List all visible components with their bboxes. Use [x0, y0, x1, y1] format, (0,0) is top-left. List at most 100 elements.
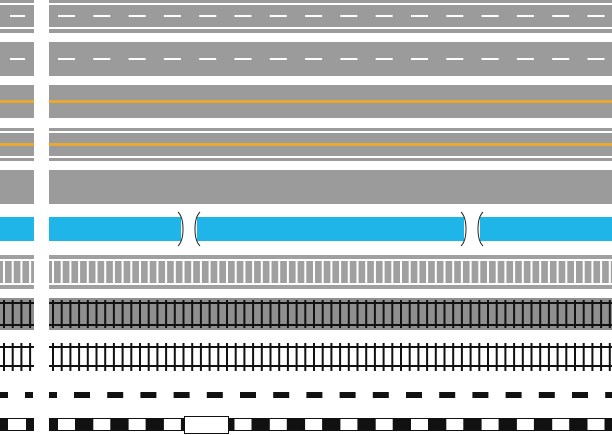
rail-tie: [330, 343, 333, 371]
rail-tie: [339, 300, 342, 328]
rail-tie: [313, 343, 315, 371]
track-block: [322, 418, 340, 431]
rail-tie: [29, 259, 32, 285]
rail-tie: [121, 259, 124, 285]
rail-tie: [478, 343, 481, 371]
rail-tie: [565, 343, 568, 371]
rail-tie: [121, 300, 124, 328]
lane-dash: [411, 58, 428, 60]
rail-tie: [539, 259, 542, 285]
rail-tie: [182, 300, 185, 328]
rail-tie: [321, 343, 324, 371]
rail-tie: [347, 300, 350, 328]
track-block: [533, 418, 551, 431]
edge-line: [0, 3, 34, 5]
water-surface: [49, 217, 181, 241]
rail-tie: [434, 343, 437, 371]
road-yellow-centerline-edges-icon: [0, 128, 612, 161]
rail-tie: [78, 300, 81, 328]
lane-dash: [552, 15, 570, 17]
rail-tie: [243, 343, 246, 371]
dash: [206, 392, 223, 398]
rail-tie: [243, 259, 246, 285]
rail-tie: [347, 259, 350, 285]
rail-tie: [382, 300, 385, 328]
rail-tie: [487, 300, 489, 328]
rail-tie: [452, 259, 455, 285]
rail-tie: [574, 259, 576, 285]
lane-dash: [93, 58, 111, 60]
rail-tie: [86, 343, 89, 371]
rail-tie: [208, 259, 211, 285]
rail-tie: [191, 343, 194, 371]
lane-dash: [552, 58, 570, 60]
rail-tie: [78, 343, 81, 371]
bridge-abutment: [177, 211, 184, 247]
rail-tie: [591, 343, 594, 371]
lane-dash: [234, 58, 252, 60]
rail-tie: [408, 259, 411, 285]
rail-tie: [469, 259, 472, 285]
railway-station-icon: [0, 416, 612, 434]
center-line: [49, 100, 612, 103]
rail-tie: [29, 300, 32, 328]
rail-tie: [382, 259, 385, 285]
rail-tie: [130, 343, 133, 371]
track-block: [286, 418, 304, 431]
road-dashed-lane-icon: [0, 0, 612, 33]
track-block: [251, 418, 269, 431]
rail-tie: [147, 259, 150, 285]
lane-dash: [481, 15, 499, 17]
rail-tie: [295, 259, 298, 285]
rail-tie: [365, 259, 368, 285]
dash: [538, 392, 555, 398]
rail-tie: [260, 259, 263, 285]
rail-tie: [356, 300, 359, 328]
rail-tie: [199, 343, 202, 371]
rail-tie: [460, 300, 463, 328]
rail-tie: [95, 300, 98, 328]
rail-tie: [3, 343, 5, 371]
rail-tie: [513, 300, 516, 328]
rail-tie: [478, 300, 481, 328]
rail-tie: [556, 300, 559, 328]
track-block: [145, 418, 163, 431]
rail-tie: [339, 259, 342, 285]
rail-tie: [495, 343, 498, 371]
lane-dash: [58, 58, 75, 60]
rail-tie: [95, 343, 98, 371]
lane-dash: [128, 15, 146, 17]
center-line: [0, 100, 34, 103]
rail-tie: [52, 300, 54, 328]
rail-tie: [147, 343, 150, 371]
rail-tie: [400, 343, 402, 371]
rail-tie: [582, 343, 585, 371]
rail-tie: [469, 343, 472, 371]
lane-dash: [446, 58, 464, 60]
rail-tie: [269, 343, 272, 371]
rail-tie: [460, 343, 463, 371]
rail-tie: [60, 300, 63, 328]
rail-tie: [330, 300, 333, 328]
rail-tie: [295, 300, 298, 328]
track-block: [428, 418, 445, 431]
rail-tie: [495, 259, 498, 285]
rail-tie: [165, 259, 168, 285]
dash: [25, 392, 33, 398]
lane-dash: [516, 15, 534, 17]
rail-tie: [608, 259, 611, 285]
rail-tie: [173, 300, 176, 328]
rail: [0, 259, 34, 261]
rail-tie: [130, 259, 133, 285]
rail-tie: [582, 259, 585, 285]
lane-dash: [340, 15, 358, 17]
water-surface: [480, 217, 612, 241]
rail-tie: [591, 300, 594, 328]
bridge-abutment: [460, 211, 467, 247]
dash: [406, 392, 422, 398]
rail-tie: [547, 259, 550, 285]
rail-tie: [487, 259, 489, 285]
rail-tie: [52, 259, 54, 285]
dash: [0, 392, 8, 398]
